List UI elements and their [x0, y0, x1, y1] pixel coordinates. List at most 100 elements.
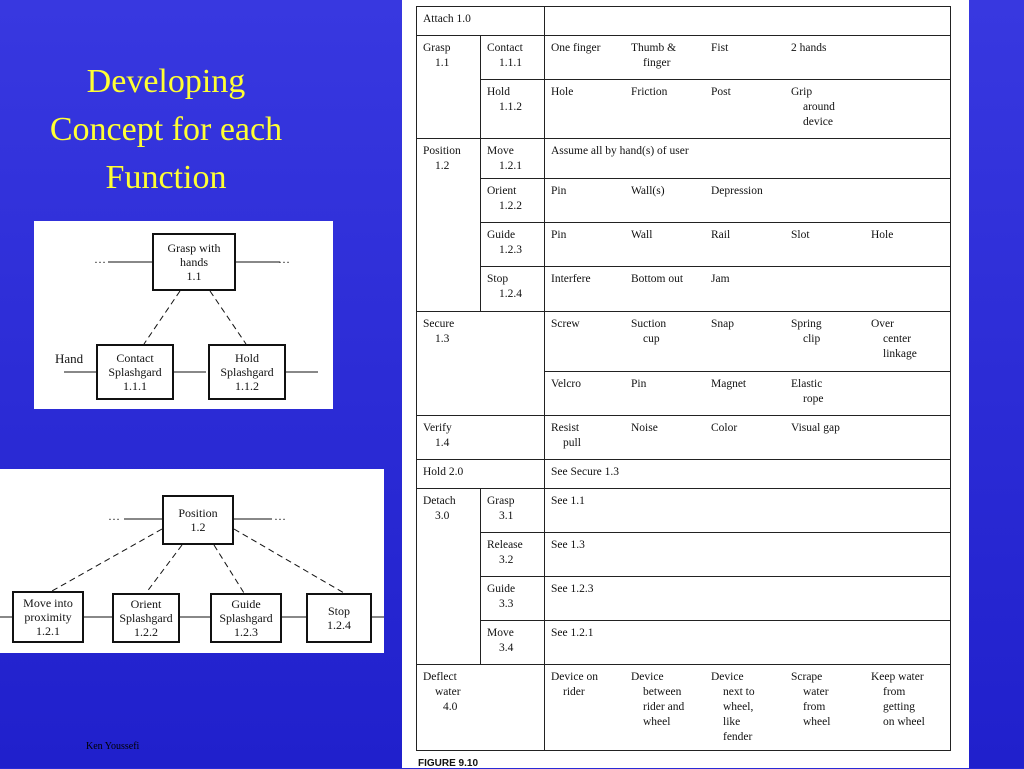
- cell-num: 3.2: [499, 554, 514, 566]
- box-line: Hold: [235, 351, 259, 365]
- detach-move-options-cell: See 1.2.1: [544, 620, 951, 665]
- table-row: Position 1.2 Move 1.2.1 Assume all by ha…: [416, 138, 951, 312]
- cell-num: 3.3: [499, 598, 514, 610]
- cell-num: 1.1: [435, 57, 450, 69]
- cell-label: Position: [423, 145, 461, 157]
- detach-release-cell: Release 3.2: [480, 532, 545, 577]
- option: Noise: [631, 422, 658, 434]
- cell-label: Hold: [487, 86, 510, 98]
- title-line-3: Function: [105, 159, 227, 196]
- cell-num: 4.0: [443, 701, 458, 713]
- cell-label: Guide: [487, 583, 516, 595]
- cell-num: 1.3: [435, 333, 450, 345]
- cell-num: 3.1: [499, 510, 514, 522]
- detach-guide-cell: Guide 3.3: [480, 576, 545, 621]
- cell-label: Detach: [423, 495, 456, 507]
- grasp-diagram: … … Grasp with hands 1.1 Hand Contact Sp…: [34, 221, 333, 409]
- table-row: Detach 3.0 Grasp 3.1 See 1.1: [416, 488, 951, 665]
- title-line-1: Developing: [86, 63, 246, 100]
- option: Slot: [791, 229, 810, 241]
- deflect-water-cell: Deflect water 4.0: [416, 664, 545, 751]
- diagram-ellipsis-left: …: [108, 509, 120, 523]
- option: Pin: [551, 229, 567, 241]
- option: Magnet: [711, 378, 747, 390]
- secure-cell: Secure 1.3: [416, 311, 545, 416]
- contact-options-cell: One finger Thumb &finger Fist 2 hands: [544, 35, 951, 80]
- guide-cell: Guide 1.2.3: [480, 222, 545, 267]
- position-cell: Position 1.2: [416, 138, 481, 312]
- option: Interfere: [551, 273, 591, 285]
- option: 2 hands: [791, 42, 827, 54]
- box-line: Splashgard: [119, 611, 173, 625]
- detach-grasp-options-cell: See 1.1: [544, 488, 951, 533]
- cell-num: 1.2.2: [499, 200, 522, 212]
- diagram-ellipsis-left: …: [94, 252, 106, 266]
- option: Jam: [711, 273, 730, 285]
- cell-label: Grasp: [487, 495, 515, 507]
- box-line: Splashgard: [220, 365, 274, 379]
- cell-num: 3.4: [499, 642, 514, 654]
- option: Visual gap: [791, 422, 840, 434]
- guide-splashgard-box: Guide Splashgard 1.2.3: [210, 593, 282, 643]
- hold-2-options-cell: See Secure 1.3: [544, 459, 951, 489]
- box-line: 1.2.3: [234, 625, 258, 639]
- stop-cell: Stop 1.2.4: [480, 266, 545, 312]
- table-row: Attach 1.0: [416, 6, 951, 36]
- box-line: 1.2.1: [36, 624, 60, 638]
- table-row: Hold 2.0 See Secure 1.3: [416, 459, 951, 489]
- box-line: Stop: [327, 604, 350, 618]
- position-box: Position 1.2: [162, 495, 234, 545]
- contact-cell: Contact 1.1.1: [480, 35, 545, 80]
- detach-release-options-cell: See 1.3: [544, 532, 951, 577]
- box-line: Splashgard: [219, 611, 273, 625]
- option: Bottom out: [631, 273, 684, 285]
- box-line: 1.2: [190, 520, 206, 534]
- cell-label: Stop: [487, 273, 509, 285]
- box-line: Grasp with: [167, 241, 221, 255]
- contact-splashgard-box: Contact Splashgard 1.1.1: [96, 344, 174, 400]
- option: Post: [711, 86, 731, 98]
- box-line: Splashgard: [108, 365, 162, 379]
- cell-label: Guide: [487, 229, 516, 241]
- box-line: Position: [178, 506, 218, 520]
- guide-options-cell: Pin Wall Rail Slot Hole: [544, 222, 951, 267]
- table-row: Stop 1.2.4 Interfere Bottom out Jam: [417, 266, 951, 312]
- cell-num: 1.2.4: [499, 288, 522, 300]
- move-into-proximity-box: Move into proximity 1.2.1: [12, 591, 84, 643]
- box-line: Move into: [23, 596, 73, 610]
- cell-label: Move: [487, 145, 514, 157]
- cell-label: water: [435, 686, 461, 698]
- option: Thumb &finger: [631, 42, 677, 69]
- option: Pin: [551, 185, 567, 197]
- option: Velcro: [551, 378, 582, 390]
- option: Wall: [631, 229, 653, 241]
- table-row: Orient 1.2.2 Pin Wall(s) Depression: [417, 178, 951, 223]
- position-diagram-lines: [0, 518, 384, 618]
- detach-guide-options-cell: See 1.2.3: [544, 576, 951, 621]
- box-line: 1.1.1: [123, 379, 147, 393]
- stop-options-cell: Interfere Bottom out Jam: [544, 266, 951, 312]
- cell-num: 1.2.1: [499, 160, 522, 172]
- cell-num: 1.1.2: [499, 101, 522, 113]
- grasp-cell: Grasp 1.1: [416, 35, 481, 139]
- option: Screw: [551, 318, 580, 330]
- box-line: proximity: [24, 610, 72, 624]
- option: Hole: [871, 229, 894, 241]
- grasp-with-hands-box: Grasp with hands 1.1: [152, 233, 236, 291]
- box-line: Guide: [231, 597, 261, 611]
- option: Snap: [711, 318, 734, 330]
- cell-label: Secure: [423, 318, 455, 330]
